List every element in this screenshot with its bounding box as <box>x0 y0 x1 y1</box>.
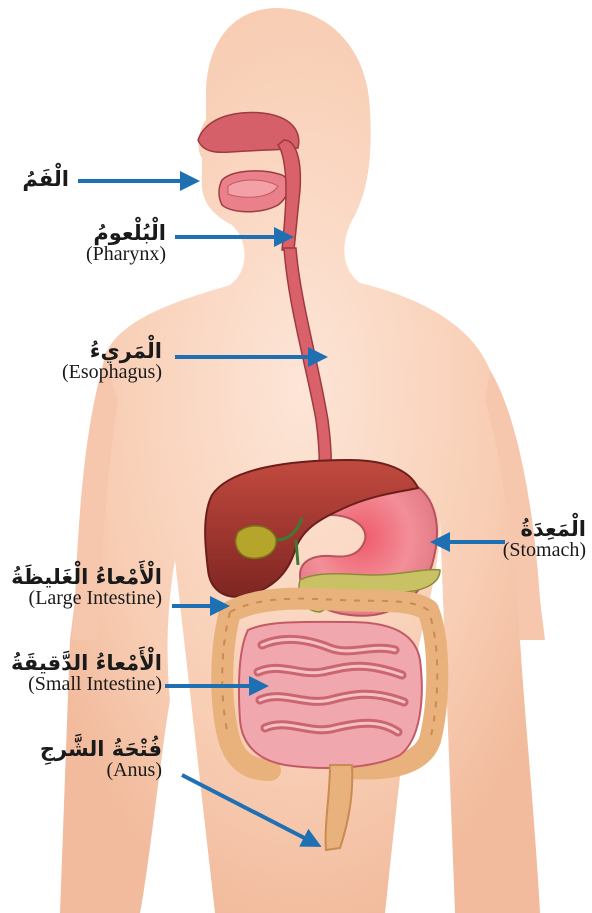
pharynx-label: الْبُلْعومُ (Pharynx) <box>86 222 166 265</box>
esophagus-label-english: (Esophagus) <box>62 362 162 383</box>
stomach-label-arabic: الْمَعِدَةُ <box>503 518 586 540</box>
anus-label-english: (Anus) <box>40 760 162 781</box>
pharynx-label-arabic: الْبُلْعومُ <box>86 222 166 244</box>
stomach-label-english: (Stomach) <box>503 540 586 561</box>
large-intestine-label-arabic: الْأَمْعاءُ الْغَليظَةُ <box>11 566 162 588</box>
large-intestine-label-english: (Large Intestine) <box>11 588 162 609</box>
esophagus-label-arabic: الْمَريءُ <box>62 340 162 362</box>
small-intestine-label-arabic: الْأَمْعاءُ الدَّقيقَةُ <box>11 652 162 674</box>
small-intestine-organ <box>239 622 422 768</box>
pharynx-label-english: (Pharynx) <box>86 244 166 265</box>
esophagus-label: الْمَريءُ (Esophagus) <box>62 340 162 383</box>
gallbladder-organ <box>236 526 277 559</box>
mouth-label: الْفَمُ <box>22 168 69 190</box>
small-intestine-label-english: (Small Intestine) <box>11 674 162 695</box>
stomach-label: الْمَعِدَةُ (Stomach) <box>503 518 586 561</box>
mouth-label-arabic: الْفَمُ <box>22 168 69 190</box>
anus-label: فُتْحَةُ الشَّرجِ (Anus) <box>40 738 162 781</box>
small-intestine-label: الْأَمْعاءُ الدَّقيقَةُ (Small Intestine… <box>11 652 162 695</box>
large-intestine-label: الْأَمْعاءُ الْغَليظَةُ (Large Intestine… <box>11 566 162 609</box>
anus-label-arabic: فُتْحَةُ الشَّرجِ <box>40 738 162 760</box>
